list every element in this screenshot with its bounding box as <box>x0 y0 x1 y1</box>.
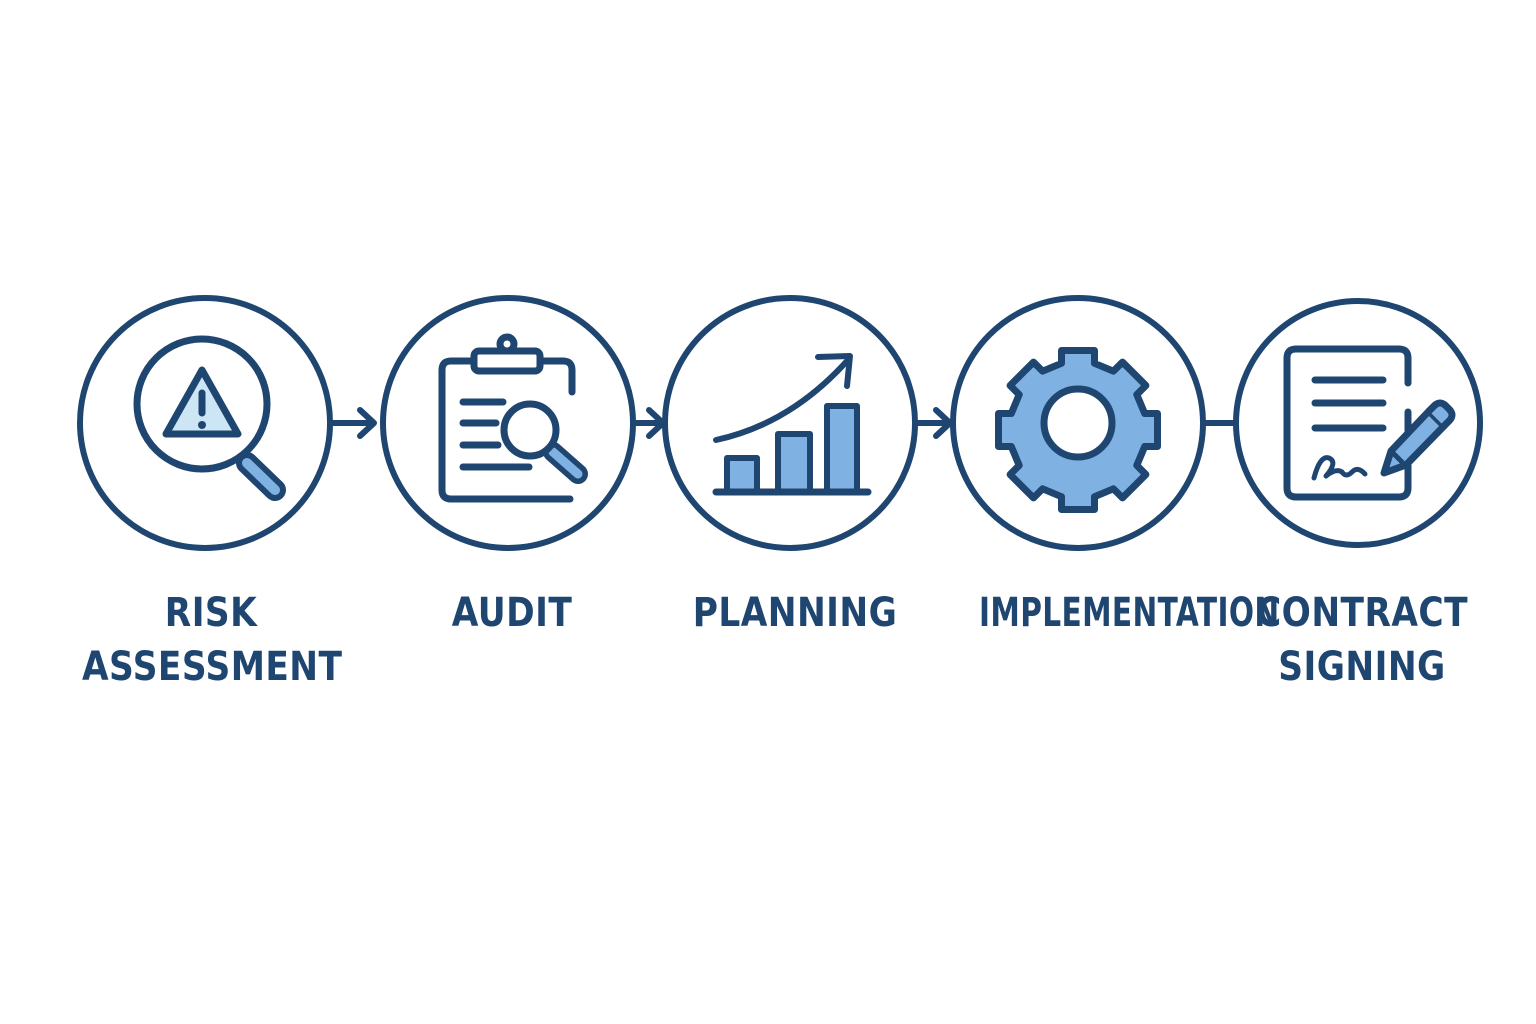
step-label-implementation: IMPLEMENTATION <box>979 586 1280 640</box>
growth-chart-icon <box>712 353 872 496</box>
step-planning <box>662 295 918 551</box>
step-label-line: AUDIT <box>451 590 573 636</box>
step-label-contract-signing: CONTRACT SIGNING <box>1233 586 1491 694</box>
gear-icon <box>995 347 1161 513</box>
step-circle <box>1233 298 1483 548</box>
step-label-line: PLANNING <box>692 590 898 636</box>
connector-2 <box>630 407 666 439</box>
step-label-line: SIGNING <box>1278 644 1446 690</box>
clipboard-search-icon <box>438 333 588 503</box>
step-label-line: RISK <box>164 590 258 636</box>
magnifier-warning-icon <box>133 335 286 501</box>
signed-document-icon <box>1283 345 1456 501</box>
step-audit <box>380 295 636 551</box>
step-label-line: CONTRACT <box>1255 590 1469 636</box>
step-label-line: ASSESSMENT <box>82 644 343 690</box>
step-contract-signing <box>1233 298 1483 548</box>
step-label-audit: AUDIT <box>383 586 641 640</box>
step-risk-assessment <box>77 295 333 551</box>
step-circle <box>662 295 918 551</box>
step-implementation <box>950 295 1206 551</box>
connector-3 <box>912 407 953 439</box>
step-label-risk-assessment: RISK ASSESSMENT <box>82 586 343 694</box>
connector-1 <box>328 407 377 439</box>
step-label-line: IMPLEMENTATION <box>979 590 1280 636</box>
step-label-planning: PLANNING <box>666 586 924 640</box>
